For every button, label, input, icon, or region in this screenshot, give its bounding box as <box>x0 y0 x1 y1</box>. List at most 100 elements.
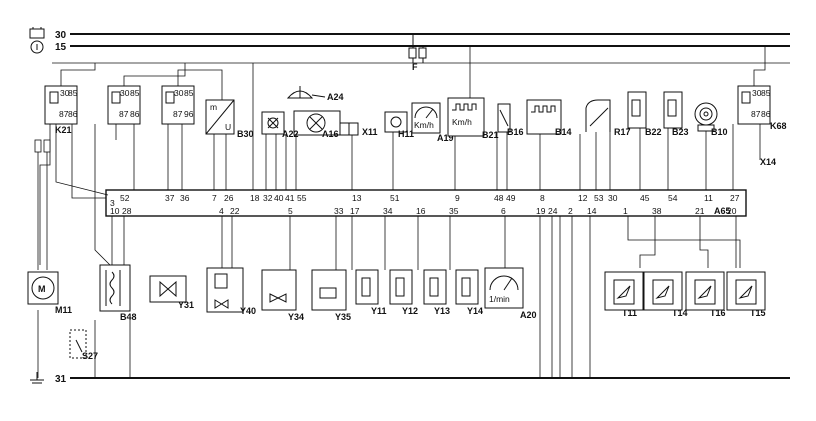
sensor-b30 <box>205 99 235 135</box>
ecu-top-pin: 51 <box>390 193 400 203</box>
relay-pin: 86 <box>130 109 140 119</box>
ecu-top-pin: 49 <box>506 193 516 203</box>
ecu-bottom-pin: 10 <box>110 206 120 216</box>
b10-label: B10 <box>711 127 728 137</box>
ecu-label: A65 <box>714 206 731 216</box>
ignition-coil-t14 <box>643 271 683 311</box>
ecu-bottom-pin: 1 <box>623 206 628 216</box>
connector-x11 <box>339 122 359 136</box>
relay-pin: 87 <box>173 109 183 119</box>
ecu-top-pin: 55 <box>297 193 307 203</box>
x11-label: X11 <box>362 127 378 137</box>
b22-label: B22 <box>645 127 662 137</box>
sensor-b16 <box>497 103 511 133</box>
b21-unit: Km/h <box>452 117 472 127</box>
motor-m11 <box>27 271 59 305</box>
ecu-bottom-pin: 17 <box>350 206 360 216</box>
relay-pin: 87 <box>751 109 761 119</box>
ecu-top-pin: 32 <box>263 193 273 203</box>
m11-symbol: M <box>38 284 46 294</box>
b30-u: U <box>225 122 231 132</box>
relay-pin: 30 <box>174 88 184 98</box>
a20-unit: 1/min <box>489 294 510 304</box>
injector-y11 <box>355 269 379 305</box>
ecu-top-pin: 9 <box>455 193 460 203</box>
sensor-b23 <box>663 91 683 129</box>
tachometer-a20 <box>484 267 524 309</box>
b30-label: B30 <box>237 129 254 139</box>
a24-label: A24 <box>327 92 344 102</box>
k21-label: K21 <box>55 125 72 135</box>
ecu-bottom-pin: 20 <box>727 206 737 216</box>
ecu-top-pin: 11 <box>704 193 713 203</box>
ecu-top-pin: 41 <box>285 193 295 203</box>
t15-label: T15 <box>750 308 766 318</box>
lamp-h11 <box>384 111 408 133</box>
ecu-bottom-pin: 6 <box>501 206 506 216</box>
ecu-top-pin: 40 <box>274 193 284 203</box>
sensor-b48 <box>99 264 131 312</box>
sensor-b21 <box>447 97 485 137</box>
ecu-top-pin: 26 <box>224 193 234 203</box>
injector-y13 <box>423 269 447 305</box>
ecu-bottom-pin: 19 <box>536 206 546 216</box>
fuse-label: F <box>412 62 418 72</box>
sensor-b14 <box>526 99 562 135</box>
b21-label: B21 <box>482 130 499 140</box>
y11-label: Y11 <box>371 306 387 316</box>
ecu-bottom-pin: 22 <box>230 206 240 216</box>
a20-label: A20 <box>520 310 537 320</box>
battery-icon <box>29 27 45 39</box>
lamp-a22 <box>261 111 285 135</box>
ecu-top-pin: 52 <box>120 193 130 203</box>
relay-pin: 30 <box>752 88 762 98</box>
y40-label: Y40 <box>240 306 256 316</box>
y13-label: Y13 <box>434 306 450 316</box>
relay-pin: 86 <box>761 109 771 119</box>
ecu-top-pin: 45 <box>640 193 650 203</box>
relay-pin: 85 <box>68 88 78 98</box>
b23-label: B23 <box>672 127 689 137</box>
relay-pin: 30 <box>60 88 70 98</box>
ecu-top-pin: 7 <box>212 193 217 203</box>
ecu-bottom-pin: 21 <box>695 206 705 216</box>
y35-label: Y35 <box>335 312 351 322</box>
injector-y12 <box>389 269 413 305</box>
relay-k68: 30 85 87 86 <box>737 85 771 125</box>
ecu-top-pin: 18 <box>250 193 260 203</box>
ecu-bottom-pin: 4 <box>219 206 224 216</box>
ignition-key-icon <box>30 40 44 54</box>
lamp-a24 <box>286 86 326 99</box>
ecu-top-pin: 8 <box>540 193 545 203</box>
a19-unit: Km/h <box>414 120 434 130</box>
wiring <box>34 46 766 378</box>
gauge-a19 <box>411 102 441 134</box>
relay-pin: 85 <box>761 88 771 98</box>
ecu-top-pin: 53 <box>594 193 604 203</box>
ignition-coil-t11 <box>604 271 644 311</box>
ecu-a65 <box>105 189 747 217</box>
valve-y35 <box>311 269 347 311</box>
ecu-bottom-pin: 38 <box>652 206 662 216</box>
ecu-bottom-pin: 33 <box>334 206 344 216</box>
ecu-bottom-pin: 2 <box>568 206 573 216</box>
rails <box>52 33 790 379</box>
x14-label: X14 <box>760 157 776 167</box>
relay-pin: 96 <box>184 109 194 119</box>
switch-s27 <box>69 329 87 359</box>
a16-label: A16 <box>322 129 339 139</box>
ecu-bottom-pin: 16 <box>416 206 426 216</box>
h11-label: H11 <box>398 129 414 139</box>
a19-label: A19 <box>437 133 454 143</box>
ecu-top-pin: 27 <box>730 193 740 203</box>
relay-3: 30 85 87 96 <box>161 85 195 125</box>
m11-label: M11 <box>55 305 72 315</box>
resistor-r17 <box>585 99 611 132</box>
rail-15-label: 15 <box>55 42 67 53</box>
ecu-top-pin: 13 <box>352 193 362 203</box>
relay-k21: 30 85 87 86 <box>44 85 78 125</box>
relay-pin: 87 <box>59 109 69 119</box>
rail-30-label: 30 <box>55 30 67 41</box>
